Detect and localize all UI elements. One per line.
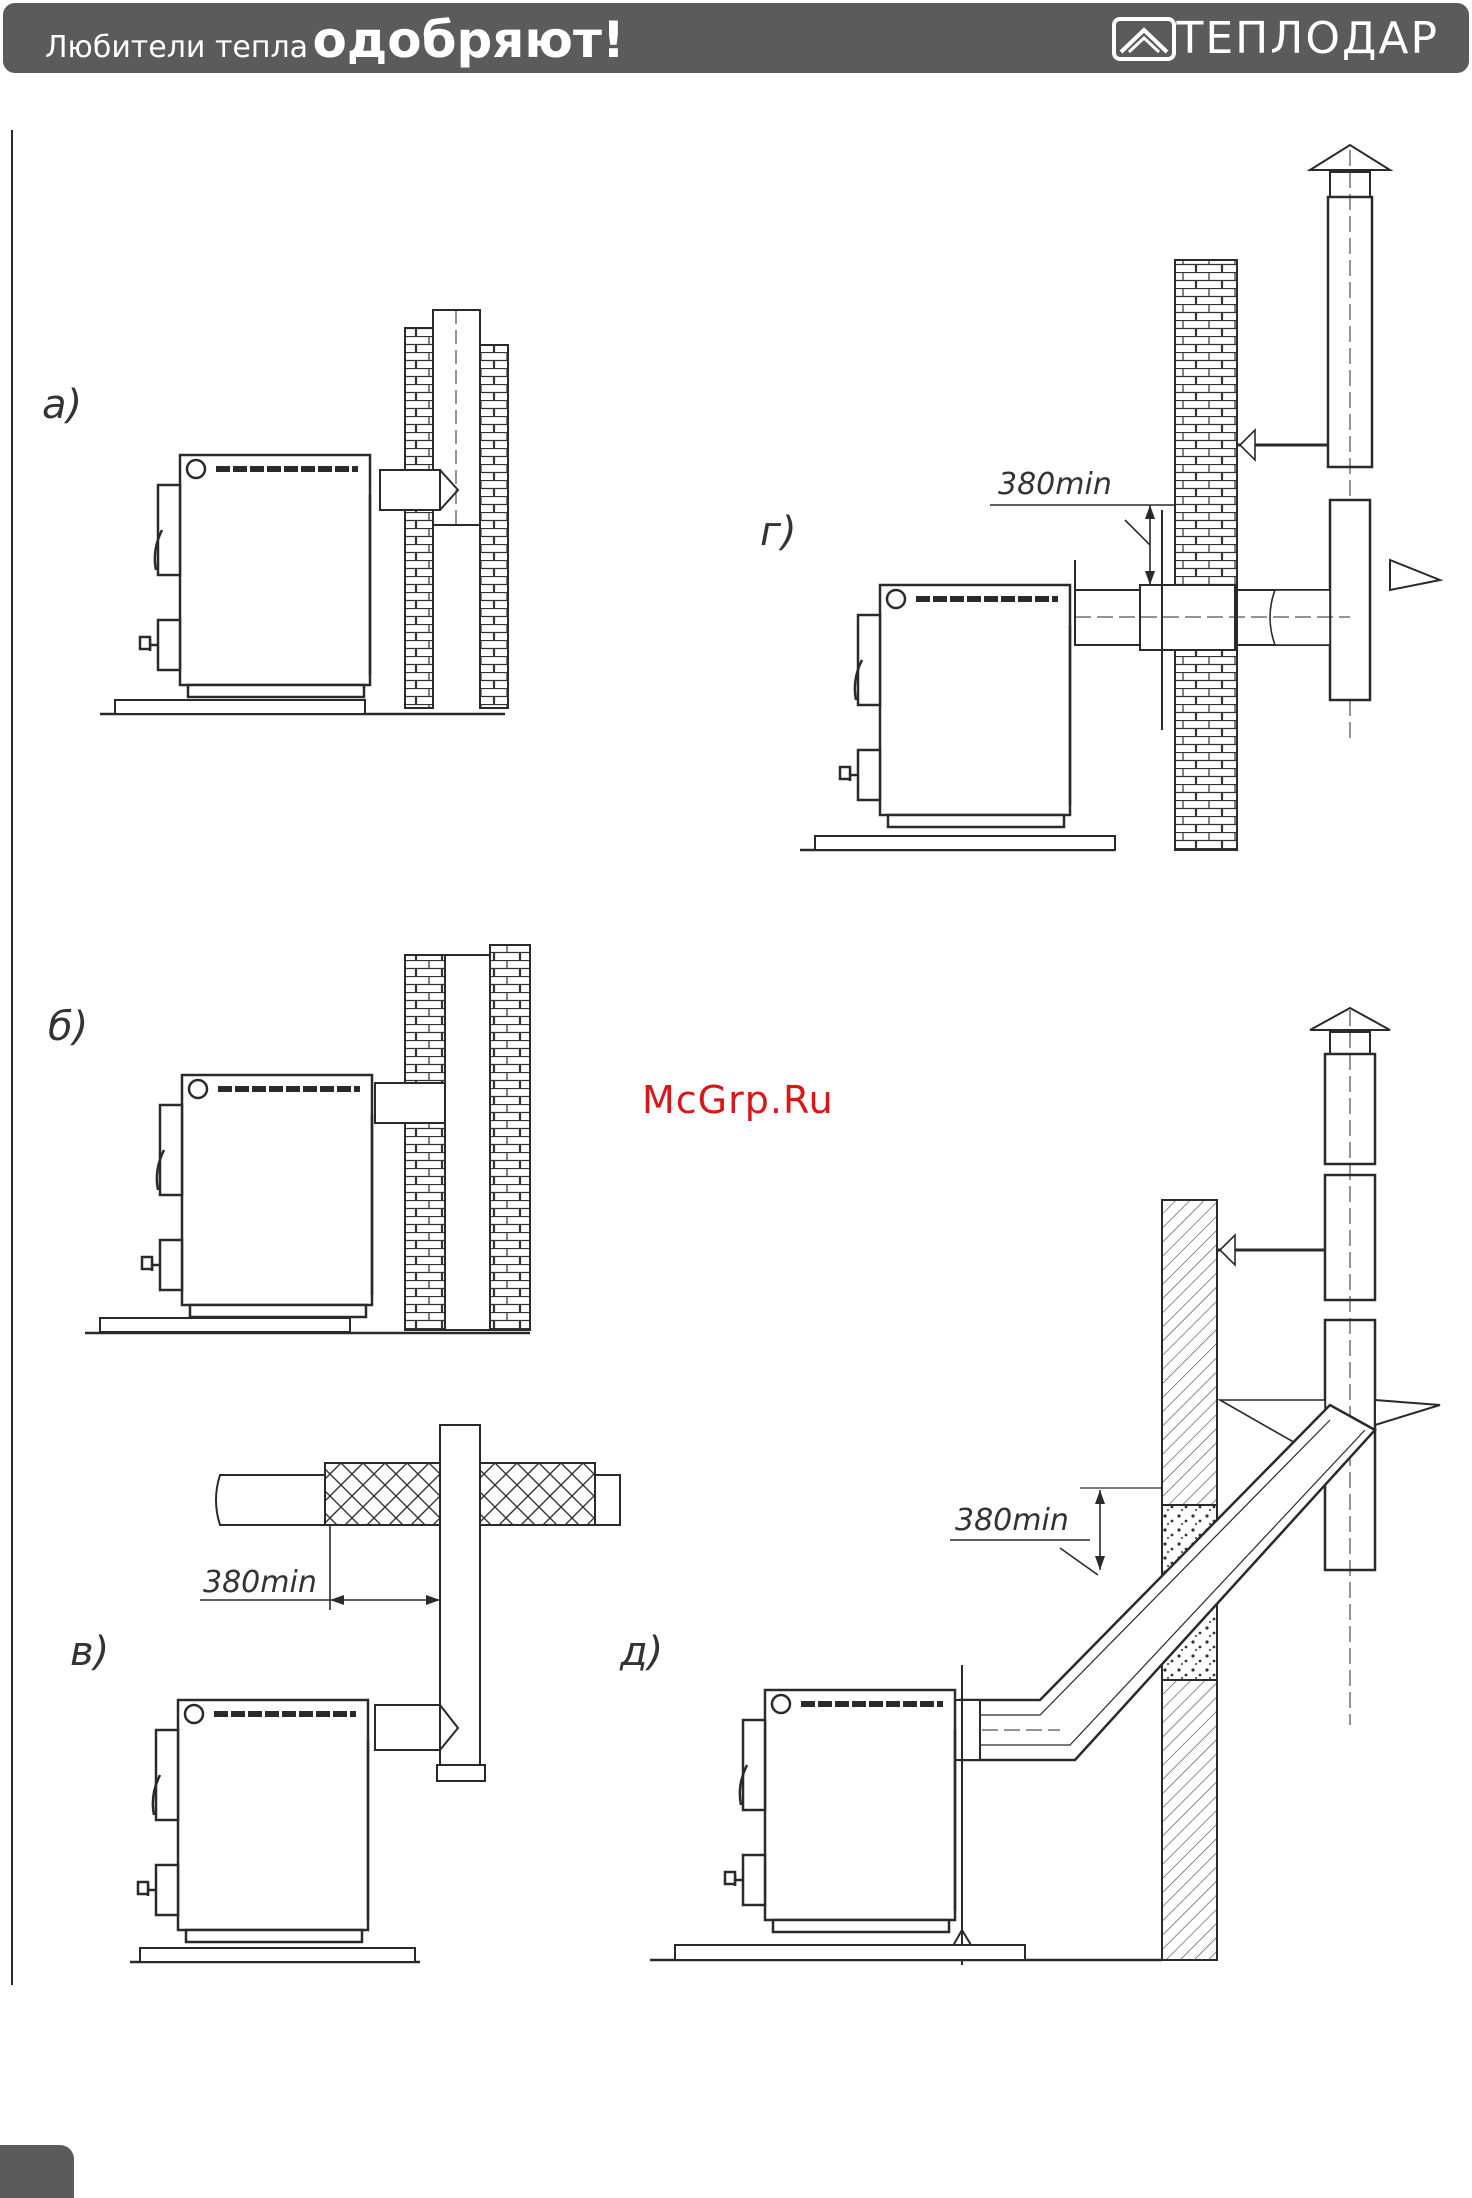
- figure-a: а): [42, 310, 508, 714]
- watermark-text: McGrp.Ru: [642, 1078, 834, 1122]
- dimension-d-label: 380min: [955, 1503, 1069, 1538]
- figure-b: б): [48, 945, 530, 1333]
- figure-v-label: в): [70, 1629, 109, 1675]
- figure-g-label: г): [760, 509, 797, 555]
- figure-d-label: д): [619, 1629, 663, 1675]
- dimension-g-label: 380min: [998, 467, 1112, 502]
- figure-v: в) 380min: [70, 1425, 620, 1962]
- dimension-v-label: 380min: [203, 1565, 317, 1600]
- figure-a-label: а): [42, 382, 82, 428]
- page-number-badge: [0, 2145, 74, 2198]
- figure-b-label: б): [48, 1004, 88, 1050]
- figure-d: д) 380min: [619, 1008, 1440, 1965]
- figure-g: г) 380min: [760, 145, 1440, 850]
